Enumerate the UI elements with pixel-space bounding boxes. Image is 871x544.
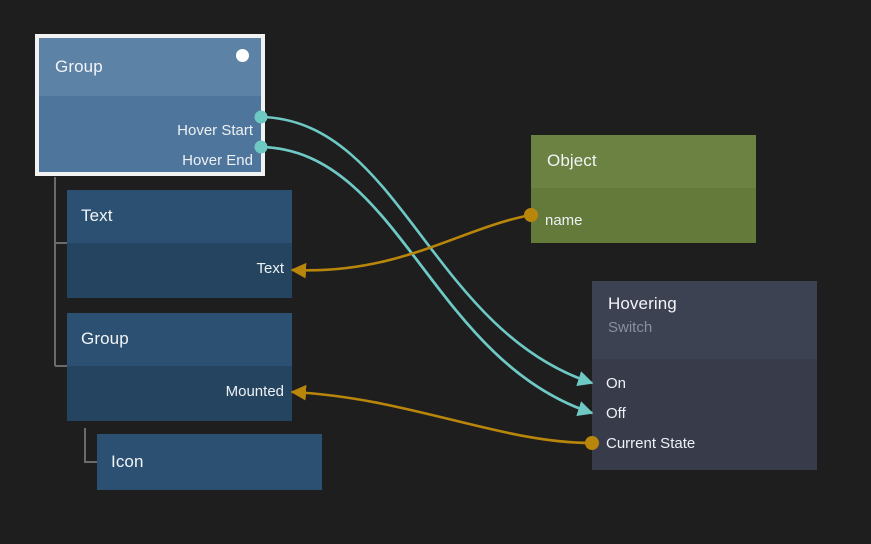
- node-body: name: [531, 188, 756, 243]
- port-text[interactable]: Text: [256, 260, 284, 277]
- node-subtitle: Switch: [608, 318, 653, 336]
- node-header: Group: [67, 313, 292, 366]
- node-title: Hovering: [608, 294, 677, 313]
- node-header: Hovering Switch: [592, 281, 817, 359]
- node-header: Text: [67, 190, 292, 243]
- node-header: Icon: [97, 434, 322, 490]
- node-body: Hover Start Hover End: [39, 96, 261, 172]
- wire-current-state-to-mounted: [290, 384, 593, 445]
- port-hover-start[interactable]: Hover Start: [177, 122, 253, 139]
- node-body: Mounted: [67, 366, 292, 421]
- tree-branch-icon: [84, 428, 97, 463]
- node-title: Object: [547, 151, 597, 171]
- port-current-state[interactable]: Current State: [606, 435, 696, 452]
- node-object[interactable]: Object name: [531, 135, 756, 243]
- node-group-root[interactable]: Group Hover Start Hover End: [35, 34, 265, 176]
- port-mounted[interactable]: Mounted: [225, 383, 284, 400]
- node-header: Group: [39, 38, 261, 96]
- port-off[interactable]: Off: [606, 405, 626, 422]
- node-title: Icon: [111, 451, 144, 471]
- node-body: Text: [67, 243, 292, 298]
- node-title: Group: [55, 56, 103, 76]
- port-name[interactable]: name: [545, 212, 583, 229]
- wire-name-to-text: [290, 213, 532, 279]
- node-title: Group: [81, 329, 129, 349]
- node-body: On Off Current State: [592, 359, 817, 470]
- node-group-child[interactable]: Group Mounted: [67, 313, 292, 421]
- port-hover-end[interactable]: Hover End: [182, 152, 253, 169]
- node-icon[interactable]: Icon: [97, 434, 322, 490]
- selection-dot-icon: [236, 49, 249, 62]
- node-title: Text: [81, 206, 113, 226]
- node-header: Object: [531, 135, 756, 188]
- node-hovering[interactable]: Hovering Switch On Off Current State: [592, 281, 817, 470]
- port-on[interactable]: On: [606, 375, 627, 392]
- node-text[interactable]: Text Text: [67, 190, 292, 298]
